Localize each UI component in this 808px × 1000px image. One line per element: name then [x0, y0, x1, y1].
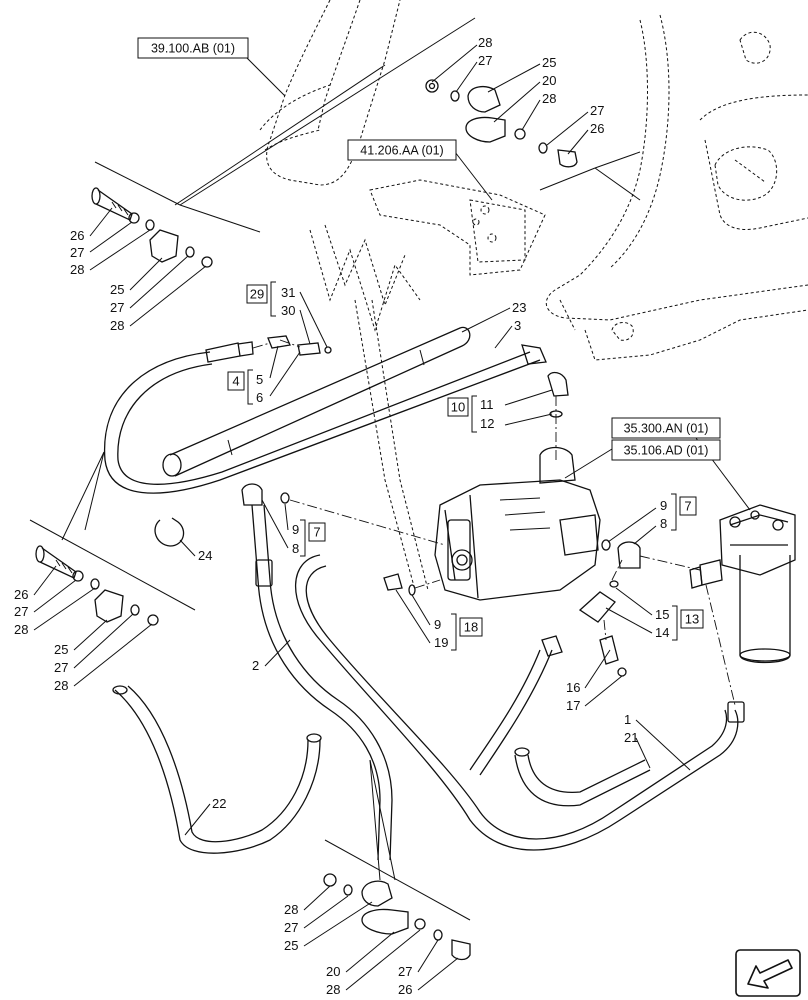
callout-23[interactable]: 23: [512, 300, 526, 315]
ref-label: 41.206.AA (01): [360, 144, 443, 158]
callout-25[interactable]: 25: [110, 282, 124, 297]
callout-16[interactable]: 16: [566, 680, 580, 695]
svg-text:4: 4: [232, 374, 239, 389]
ref-label: 39.100.AB (01): [151, 42, 235, 56]
ref-box-35-300-an[interactable]: 35.300.AN (01): [611, 417, 721, 439]
callout-25[interactable]: 25: [54, 642, 68, 657]
ref-box-35-106-ad[interactable]: 35.106.AD (01): [611, 439, 721, 461]
group-box-18[interactable]: 18: [451, 613, 483, 651]
callout-21[interactable]: 21: [624, 730, 638, 745]
callout-28[interactable]: 28: [284, 902, 298, 917]
callout-28[interactable]: 28: [70, 262, 84, 277]
callout-27[interactable]: 27: [478, 53, 492, 68]
ref-box-41-206-aa[interactable]: 41.206.AA (01): [347, 139, 457, 161]
callout-28[interactable]: 28: [14, 622, 28, 637]
machine-frame: [259, 0, 808, 361]
callout-26[interactable]: 26: [70, 228, 84, 243]
previous-page-arrow-icon[interactable]: [735, 949, 801, 997]
filter-assembly: [689, 504, 796, 664]
group-box-29[interactable]: 29: [246, 281, 276, 317]
callout-27[interactable]: 27: [70, 245, 84, 260]
callout-6[interactable]: 6: [256, 390, 263, 405]
callout-8[interactable]: 8: [292, 541, 299, 556]
callout-28[interactable]: 28: [542, 91, 556, 106]
callout-3[interactable]: 3: [514, 318, 521, 333]
group-box-4[interactable]: 4: [227, 369, 253, 405]
leader-lines: [33, 44, 751, 991]
callout-28[interactable]: 28: [478, 35, 492, 50]
callout-24[interactable]: 24: [198, 548, 212, 563]
callout-28[interactable]: 28: [326, 982, 340, 997]
svg-text:7: 7: [313, 525, 320, 540]
fittings: [205, 335, 641, 677]
hydraulic-pump: [434, 446, 601, 601]
callout-2[interactable]: 2: [252, 658, 259, 673]
bottom-clamp-hardware: [323, 873, 471, 961]
callout-20[interactable]: 20: [542, 73, 556, 88]
group-box-7-right[interactable]: 7: [671, 493, 697, 531]
callout-31[interactable]: 31: [281, 285, 295, 300]
callout-26[interactable]: 26: [590, 121, 604, 136]
svg-text:29: 29: [250, 287, 264, 302]
left-upper-hardware: [91, 187, 213, 268]
hoses: [103, 326, 745, 861]
callout-27[interactable]: 27: [590, 103, 604, 118]
ref-label: 35.106.AD (01): [624, 444, 709, 458]
callout-8[interactable]: 8: [660, 516, 667, 531]
svg-text:7: 7: [684, 499, 691, 514]
callout-14[interactable]: 14: [655, 625, 669, 640]
callout-5[interactable]: 5: [256, 372, 263, 387]
svg-text:13: 13: [685, 612, 699, 627]
group-box-13[interactable]: 13: [672, 605, 704, 641]
callout-27[interactable]: 27: [110, 300, 124, 315]
svg-text:10: 10: [451, 400, 465, 415]
section-lines: [29, 17, 641, 921]
group-box-10[interactable]: 10: [447, 395, 477, 433]
callout-28[interactable]: 28: [54, 678, 68, 693]
callout-15[interactable]: 15: [655, 607, 669, 622]
callout-28[interactable]: 28: [110, 318, 124, 333]
callouts: 28 27 25 20 28 27 26 26 27 28 25 27 28 3…: [14, 35, 669, 997]
callout-26[interactable]: 26: [14, 587, 28, 602]
callout-27[interactable]: 27: [398, 964, 412, 979]
callout-26[interactable]: 26: [398, 982, 412, 997]
callout-11[interactable]: 11: [480, 397, 494, 412]
callout-9[interactable]: 9: [660, 498, 667, 513]
callout-12[interactable]: 12: [480, 416, 494, 431]
callout-20[interactable]: 20: [326, 964, 340, 979]
ref-label: 35.300.AN (01): [624, 422, 709, 436]
assembly-lines: [252, 339, 736, 706]
callout-9[interactable]: 9: [292, 522, 299, 537]
callout-27[interactable]: 27: [284, 920, 298, 935]
callout-9[interactable]: 9: [434, 617, 441, 632]
callout-25[interactable]: 25: [542, 55, 556, 70]
callout-22[interactable]: 22: [212, 796, 226, 811]
svg-text:18: 18: [464, 620, 478, 635]
callout-27[interactable]: 27: [54, 660, 68, 675]
callout-25[interactable]: 25: [284, 938, 298, 953]
left-lower-hardware: [35, 545, 159, 626]
ref-box-39-100-ab[interactable]: 39.100.AB (01): [137, 37, 249, 59]
callout-19[interactable]: 19: [434, 635, 448, 650]
callout-27[interactable]: 27: [14, 604, 28, 619]
mount-bracket: [309, 179, 546, 591]
group-box-7-left[interactable]: 7: [300, 519, 326, 557]
callout-30[interactable]: 30: [281, 303, 295, 318]
callout-17[interactable]: 17: [566, 698, 580, 713]
top-clamp-hardware: [425, 79, 578, 168]
callout-1[interactable]: 1: [624, 712, 631, 727]
